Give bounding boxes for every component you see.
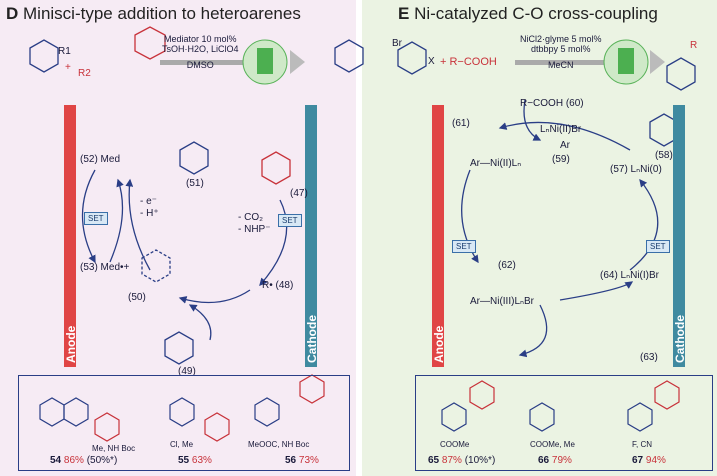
compound-51: (51)	[186, 178, 204, 189]
products-box-e	[415, 375, 713, 471]
product-55-label: 55 63%	[178, 455, 212, 466]
compound-58: (58)	[655, 150, 673, 161]
compound-47: (47)	[290, 188, 308, 199]
minus-proton: - H⁺	[140, 208, 159, 219]
products-box-d	[18, 375, 350, 471]
ni-ii-complex: Ar—Ni(II)Lₙ	[470, 158, 522, 169]
acid-label: + R−COOH	[440, 56, 497, 68]
conditions-e: NiCl2·glyme 5 mol%dtbbpy 5 mol%MeCN	[520, 34, 602, 70]
cathode-bar: Cathode	[673, 105, 687, 367]
anode-bar: Anode	[64, 105, 78, 367]
product-54-groups: Me, NH Boc	[92, 444, 136, 453]
compound-63: (63)	[640, 352, 658, 363]
product-66-label: 66 79%	[538, 455, 572, 466]
cathode-bar: Cathode	[305, 105, 319, 367]
set-label: SET	[84, 212, 108, 225]
product-55-groups: Cl, Me	[170, 440, 194, 449]
compound-64: (64) LₙNi(I)Br	[600, 270, 659, 281]
minus-co2: - CO₂	[238, 212, 263, 223]
ni-iii-complex: Ar—Ni(III)LₙBr	[470, 296, 534, 307]
product-r-label: R	[690, 40, 698, 51]
mediator-53: (53) Med•+	[80, 262, 130, 273]
r2-label: R2	[78, 68, 91, 79]
compound-49: (49)	[178, 366, 196, 377]
panel-ni-coupling	[362, 0, 717, 476]
panel-minisci	[0, 0, 356, 476]
radical-48: R• (48)	[262, 280, 294, 291]
compound-57: (57) LₙNi(0)	[610, 164, 662, 175]
product-56-groups: MeOOC, NH Boc	[248, 440, 310, 449]
minus-nhp: - NHP⁻	[238, 224, 271, 235]
r1-label: R1	[58, 46, 71, 57]
compound-50: (50)	[128, 292, 146, 303]
panel-e-title: E Ni-catalyzed C-O cross-coupling	[398, 4, 658, 23]
product-67-label: 67 94%	[632, 455, 666, 466]
mediator-52: (52) Med	[80, 154, 121, 165]
set-label: SET	[452, 240, 476, 253]
compound-59: (59)	[552, 154, 570, 165]
product-65-groups: COOMe	[440, 440, 470, 449]
set-label: SET	[278, 214, 302, 227]
br-label: Br	[392, 38, 402, 49]
anode-bar: Anode	[432, 105, 446, 367]
product-66-groups: COOMe, Me	[530, 440, 575, 449]
product-54-label: 54 86% (50%*)	[50, 455, 118, 466]
panel-d-title: D Minisci-type addition to heteroarenes	[6, 4, 301, 23]
compound-61: (61)	[452, 118, 470, 129]
compound-60: R−COOH (60)	[520, 98, 584, 109]
reaction-arrow	[160, 60, 250, 65]
product-67-groups: F, CN	[632, 440, 652, 449]
product-65-label: 65 87% (10%*)	[428, 455, 496, 466]
compound-59-ni: LₙNi(II)Br	[540, 124, 582, 135]
x-label: X	[428, 56, 435, 67]
minus-electron: - e⁻	[140, 196, 157, 207]
set-label: SET	[646, 240, 670, 253]
compound-59-ar: Ar	[560, 140, 570, 151]
compound-62: (62)	[498, 260, 516, 271]
plus-sign: +	[65, 62, 71, 73]
product-56-label: 56 73%	[285, 455, 319, 466]
